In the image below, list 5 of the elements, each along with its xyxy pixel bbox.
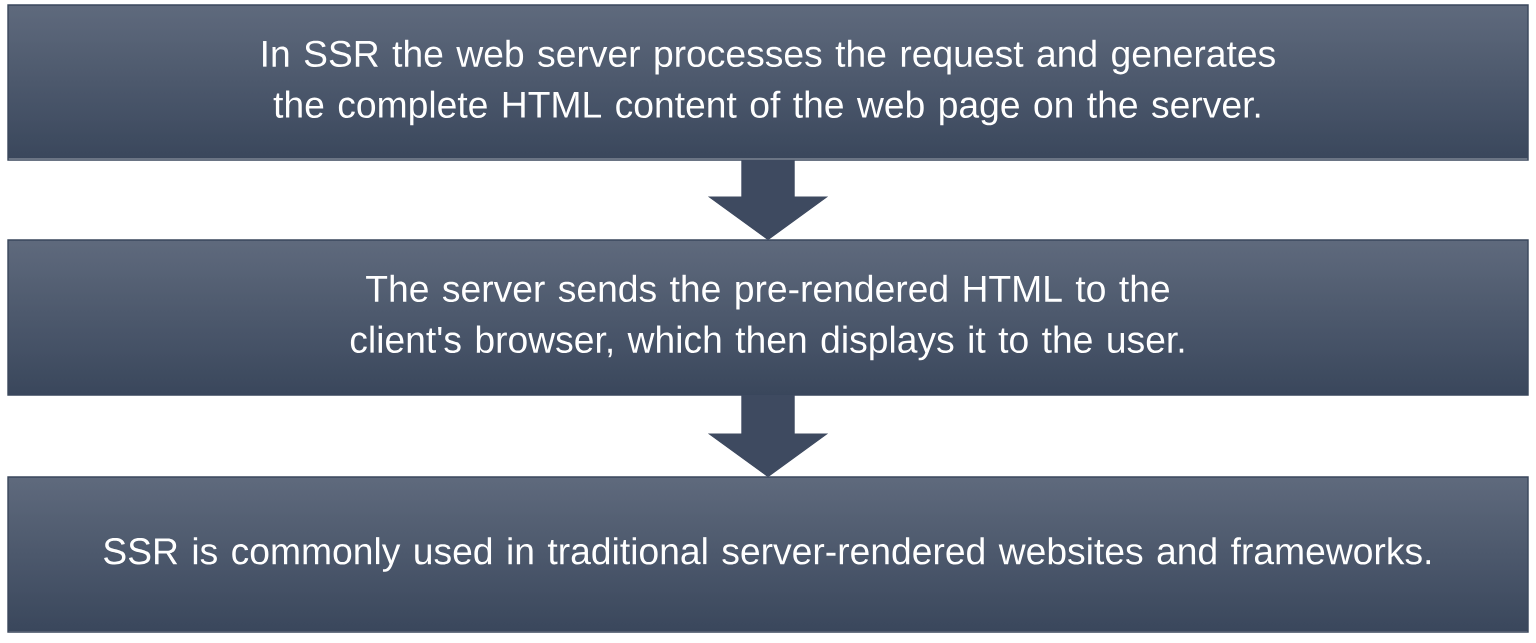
block-arrow — [707, 395, 829, 478]
process-box: In SSR the web server processes the request and generates the complete HTML content of the web page on the server. — [7, 4, 1529, 161]
process-box: The server sends the pre-rendered HTML to the client's browser, which then displays it to the user. — [7, 239, 1529, 396]
process-box: SSR is commonly used in traditional server-rendered websites and frameworks. — [7, 476, 1529, 633]
block-arrow — [707, 160, 829, 241]
